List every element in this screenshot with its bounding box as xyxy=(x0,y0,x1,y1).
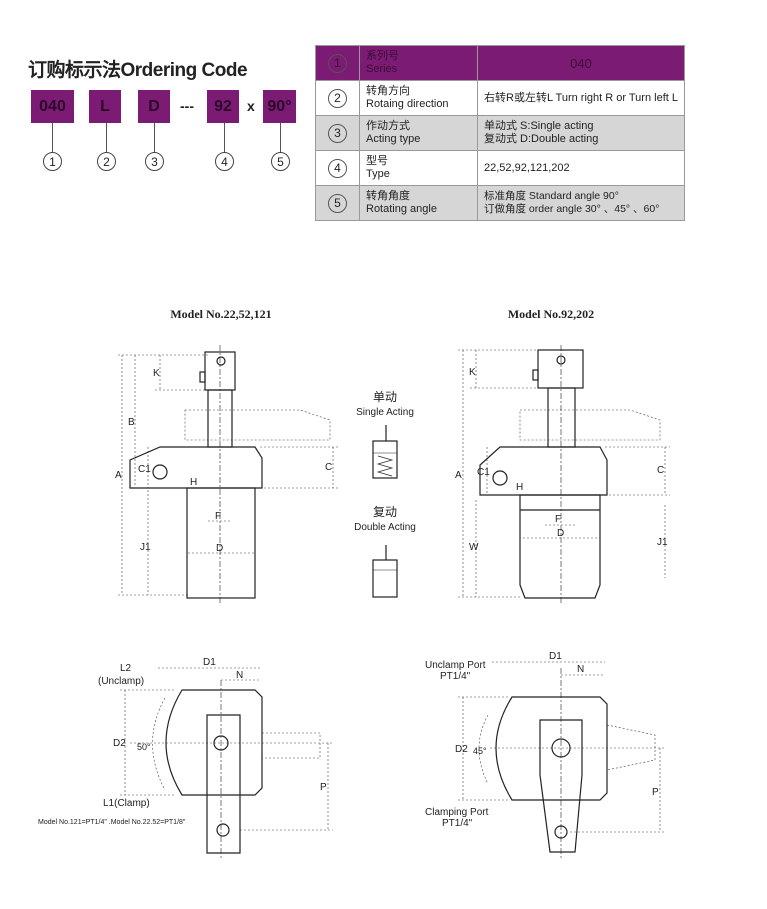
code-direction: L xyxy=(89,90,121,123)
drawings-angle_left: 50° xyxy=(137,742,151,752)
drawings-dims-K: K xyxy=(153,368,160,379)
drawings-dims-H: H xyxy=(190,477,197,488)
drawings-dims-D: D xyxy=(557,528,564,539)
drawings-dims-C1: C1 xyxy=(138,464,151,475)
drawings-unclamp_port: Unclamp Port xyxy=(425,660,486,671)
drawings-dims-B: B xyxy=(128,417,135,428)
drawings-port_size: PT1/4" xyxy=(440,671,471,682)
drawings-clamping_port: Clamping Port xyxy=(425,807,489,818)
table-rows-0-en: Series xyxy=(366,63,398,75)
number-circle: 3 xyxy=(145,152,164,171)
code-type: 92 xyxy=(207,90,239,123)
drawings-dims-K: K xyxy=(469,367,476,378)
ordering-code-title: 订购标示法Ordering Code xyxy=(28,60,248,81)
drawings-dims-D1: D1 xyxy=(549,651,562,662)
drawings-single_cn: 单动 xyxy=(373,390,397,404)
drawings-dims-J1: J1 xyxy=(657,537,668,548)
table-rows-1-num: 2 xyxy=(328,88,347,108)
drawings-angle_right: 45° xyxy=(473,746,487,756)
drawings-l1: L1(Clamp) xyxy=(103,798,150,809)
drawings-dims-C: C xyxy=(325,462,332,473)
code-angle: 90° xyxy=(263,90,296,123)
drawings-unclamp: (Unclamp) xyxy=(98,676,144,687)
table-rows-2-value2: 复动式 D:Double acting xyxy=(484,133,599,145)
drawings-dims-F: F xyxy=(215,511,221,522)
table-rows-3-en: Type xyxy=(366,168,390,180)
dimension-lines xyxy=(118,349,670,833)
drawings-dims-H: H xyxy=(516,482,523,493)
table-rows-2-value: 单动式 S:Single acting xyxy=(484,120,594,132)
number-circle: 2 xyxy=(97,152,116,171)
code-dash: --- xyxy=(180,98,194,114)
drawings-dims-W: W xyxy=(469,542,479,553)
code-acting: D xyxy=(138,90,170,123)
drawings-dims-C: C xyxy=(657,465,664,476)
drawings-dims-F: F xyxy=(555,514,561,525)
drawings-dims-D2: D2 xyxy=(455,744,468,755)
left-model-drawing xyxy=(129,345,263,605)
drawings-single_en: Single Acting xyxy=(356,407,414,418)
bottom-left-drawing xyxy=(165,680,263,860)
table-rows-0-num: 1 xyxy=(328,53,347,73)
drawings-dims-C1: C1 xyxy=(477,467,490,478)
table-rows-2-en: Acting type xyxy=(366,133,421,145)
table-rows-2-num: 3 xyxy=(328,123,347,143)
table-rows-1-en: Rotaing direction xyxy=(366,98,449,110)
table-rows-4-cn: 转角角度 xyxy=(366,190,410,202)
drawings-l2: L2 xyxy=(120,663,132,674)
table-rows-0-value: 040 xyxy=(477,45,685,81)
model-right-title: Model No.92,202 xyxy=(508,307,594,321)
drawings-dims-P: P xyxy=(320,782,327,793)
bottom-right-drawing xyxy=(495,668,608,860)
number-circle: 4 xyxy=(215,152,234,171)
drawings-dims-D1: D1 xyxy=(203,657,216,668)
drawings-dims-A: A xyxy=(455,470,462,481)
drawings-dims-N: N xyxy=(236,670,243,681)
table-rows-0-cn: 系列号 xyxy=(366,50,399,62)
number-circle: 1 xyxy=(43,152,62,171)
table-rows-4-value2: 订做角度 order angle 30° 、45° 、60° xyxy=(484,203,660,215)
table-rows-3-cn: 型号 xyxy=(366,155,388,167)
table-rows-4-en: Rotating angle xyxy=(366,203,437,215)
drawings-double_en: Double Acting xyxy=(354,522,416,533)
drawings-dims-N: N xyxy=(577,664,584,675)
drawings-dims-J1: J1 xyxy=(140,542,151,553)
table-rows-3-value: 22,52,92,121,202 xyxy=(477,150,685,186)
drawings-port_size: PT1/4" xyxy=(442,818,473,829)
table-rows-4-value: 标准角度 Standard angle 90° xyxy=(484,190,619,202)
table-rows-3-num: 4 xyxy=(328,158,347,178)
table-rows-4-num: 5 xyxy=(328,193,347,213)
model-left-title: Model No.22,52,121 xyxy=(170,307,271,321)
table-rows-2-cn: 作动方式 xyxy=(366,120,410,132)
acting-symbols xyxy=(372,425,398,598)
drawings-footnote: Model No.121=PT1/4" .Model No.22.52=PT1/… xyxy=(38,819,186,826)
drawings-double_cn: 复动 xyxy=(373,505,397,519)
right-model-drawing xyxy=(479,345,608,605)
drawings-dims-A: A xyxy=(115,470,122,481)
table-rows-1-cn: 转角方向 xyxy=(366,85,410,97)
code-series: 040 xyxy=(31,90,74,123)
code-times: x xyxy=(247,98,255,114)
number-circle: 5 xyxy=(271,152,290,171)
drawings-dims-D2: D2 xyxy=(113,738,126,749)
drawings-dims-P: P xyxy=(652,787,659,798)
drawings-dims-D: D xyxy=(216,543,223,554)
